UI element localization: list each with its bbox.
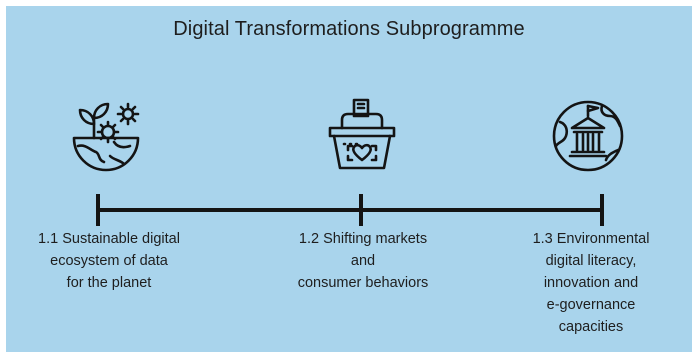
- node-1-line-1: 1.1 Sustainable digital: [38, 231, 180, 247]
- timeline-tick-3: [600, 194, 604, 226]
- node-2-line-3: consumer behaviors: [297, 275, 429, 291]
- node-3-line-5: capacities: [558, 319, 624, 335]
- timeline-tick-1: [96, 194, 100, 226]
- node-3-line-1: 1.3 Environmental: [532, 231, 650, 247]
- node-label-2: 1.2 Shifting markets and consumer behavi…: [274, 228, 452, 294]
- node-3-line-3: innovation and: [543, 275, 639, 291]
- diagram-title: Digital Transformations Subprogramme: [173, 18, 525, 40]
- diagram-panel: Digital Transformations Subprogramme: [6, 6, 692, 352]
- node-2-line-2: and: [350, 253, 376, 269]
- node-2-line-1: 1.2 Shifting markets: [298, 231, 428, 247]
- timeline-tick-2: [359, 194, 363, 226]
- node-label-3: 1.3 Environmental digital literacy, inno…: [506, 228, 676, 338]
- globe-government-icon: [546, 94, 630, 178]
- sustainable-ecosystem-icon: [64, 94, 148, 178]
- shopping-basket-icon: [320, 94, 404, 178]
- node-3-line-2: digital literacy,: [545, 253, 637, 269]
- node-3-line-4: e-governance: [546, 297, 636, 313]
- node-1-line-2: ecosystem of data: [50, 253, 168, 269]
- node-1-line-3: for the planet: [66, 275, 152, 291]
- timeline-axis: [97, 208, 603, 212]
- node-label-1: 1.1 Sustainable digital ecosystem of dat…: [20, 228, 198, 294]
